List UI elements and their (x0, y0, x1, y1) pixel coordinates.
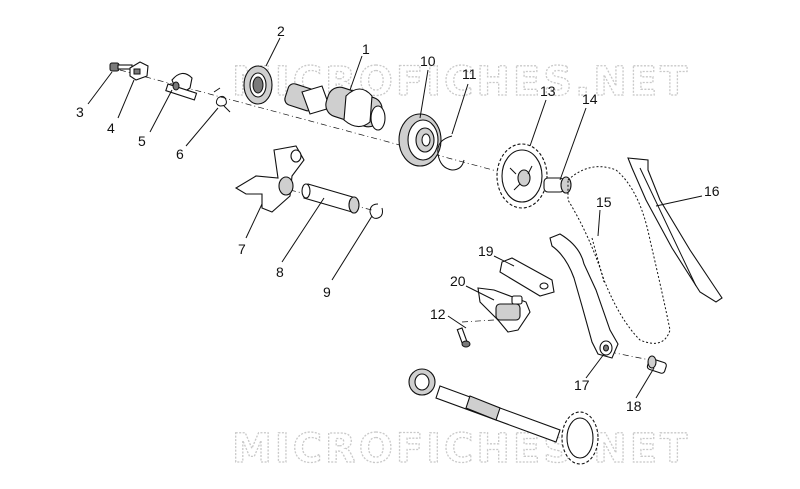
label-13: 13 (540, 83, 556, 99)
label-11: 11 (462, 66, 477, 82)
part-19-gasket (499, 257, 555, 297)
part-12-screw (456, 327, 471, 348)
label-5: 5 (138, 133, 146, 149)
part-10-bearing (398, 113, 442, 167)
label-15: 15 (596, 194, 612, 210)
part-15-timing-chain (567, 166, 671, 344)
camshaft-axis (119, 69, 561, 189)
label-7: 7 (238, 241, 246, 257)
part-17-tensioner-slide (549, 233, 619, 359)
part-4-bracket (129, 61, 149, 81)
label-10: 10 (420, 53, 436, 69)
label-18: 18 (626, 398, 642, 414)
part-7-rocker-arm (234, 145, 305, 213)
part-1-camshaft (284, 83, 386, 131)
part-20-tensioner (477, 287, 531, 333)
part-3-screw (109, 62, 133, 72)
part-5-lever-shaft (165, 72, 198, 101)
label-2: 2 (277, 23, 285, 39)
part-6-spring (213, 87, 231, 113)
label-14: 14 (582, 91, 598, 107)
label-17: 17 (574, 377, 590, 393)
leader-lines (87, 37, 703, 399)
label-3: 3 (76, 104, 84, 120)
label-20: 20 (450, 273, 466, 289)
label-4: 4 (107, 120, 115, 136)
label-12: 12 (430, 306, 446, 322)
part-2-seal (243, 65, 273, 105)
part-18-pivot-bolt (646, 355, 667, 374)
part-labels: 1 2 3 4 5 6 7 8 9 10 11 12 13 14 15 16 1… (76, 23, 720, 414)
lower-shaft-assembly (408, 368, 599, 465)
watermark-bottom: MICROFICHES.NET (232, 426, 690, 472)
label-6: 6 (176, 146, 184, 162)
part-16-chain-guide (627, 157, 723, 303)
label-1: 1 (362, 41, 370, 57)
label-8: 8 (276, 264, 284, 280)
part-14-bolt (543, 176, 572, 194)
part-13-sprocket (496, 143, 548, 209)
label-19: 19 (478, 243, 494, 259)
part-11-circlip (437, 135, 465, 171)
part-9-snap-ring (369, 203, 383, 219)
label-16: 16 (704, 183, 720, 199)
label-9: 9 (323, 284, 331, 300)
part-8-rocker-pin (301, 183, 360, 214)
